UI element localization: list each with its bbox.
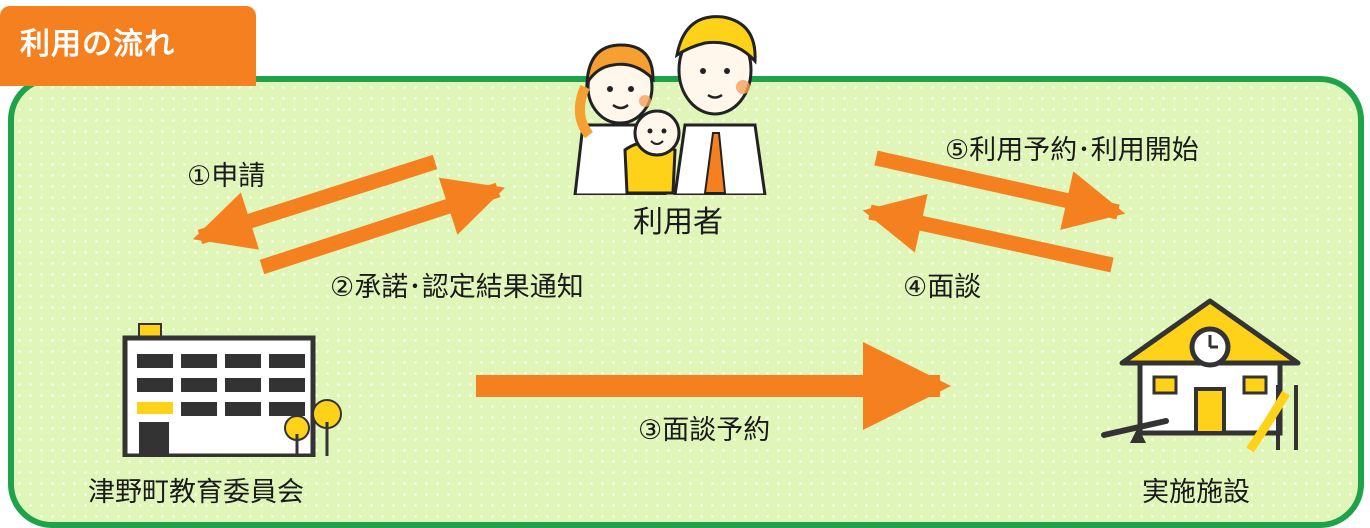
step4-label: ④面談 bbox=[903, 272, 982, 303]
step3-label: ③面談予約 bbox=[638, 415, 771, 446]
school-building-icon bbox=[1101, 298, 1301, 453]
arrow-step1 bbox=[192, 154, 438, 250]
step1-label: ①申請 bbox=[187, 161, 266, 192]
page-title: 利用の流れ bbox=[0, 6, 256, 86]
arrow-step2 bbox=[259, 177, 506, 275]
arrow-step5 bbox=[874, 150, 1126, 230]
step5-label: ⑤利用予約･利用開始 bbox=[945, 135, 1199, 166]
facility-label: 実施施設 bbox=[1142, 477, 1250, 508]
board-label: 津野町教育委員会 bbox=[88, 477, 304, 508]
office-building-icon bbox=[122, 323, 342, 457]
arrow-step4 bbox=[862, 193, 1114, 273]
user-label: 利用者 bbox=[633, 205, 723, 240]
step2-label: ②承諾･認定結果通知 bbox=[330, 272, 584, 303]
family-icon bbox=[573, 15, 767, 195]
